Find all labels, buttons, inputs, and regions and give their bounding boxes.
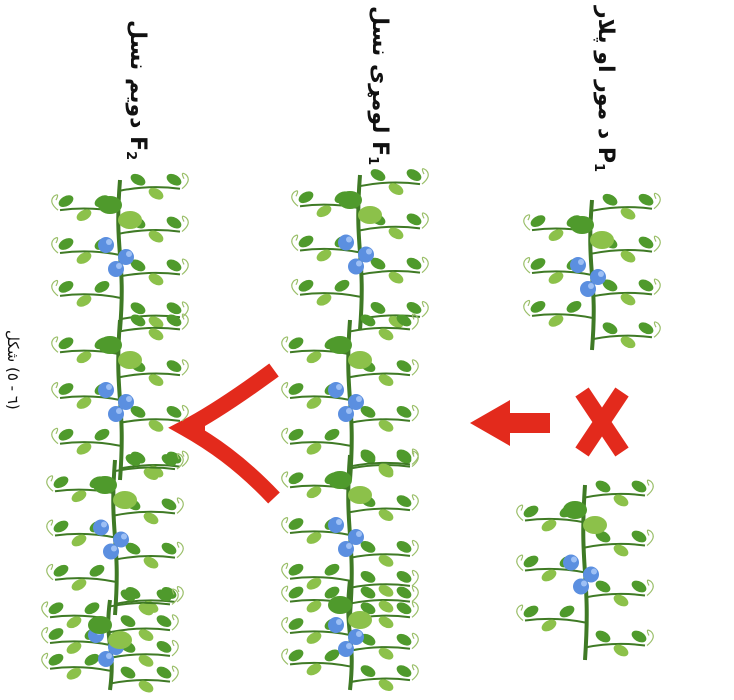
pea-plant: [291, 168, 429, 331]
split-arrow-icon: [168, 363, 280, 504]
pea-plant: [516, 479, 654, 661]
pea-plant: [46, 453, 184, 616]
arrow-icon: [470, 400, 550, 446]
pea-plant: [41, 588, 179, 693]
pea-plant: [281, 448, 419, 616]
pea-plant: [51, 313, 189, 481]
cross-icon: [575, 387, 629, 457]
pea-plant: [51, 172, 189, 331]
pea-plant: [281, 313, 419, 481]
pea-plant: [523, 192, 661, 351]
pea-plant: [281, 569, 419, 692]
